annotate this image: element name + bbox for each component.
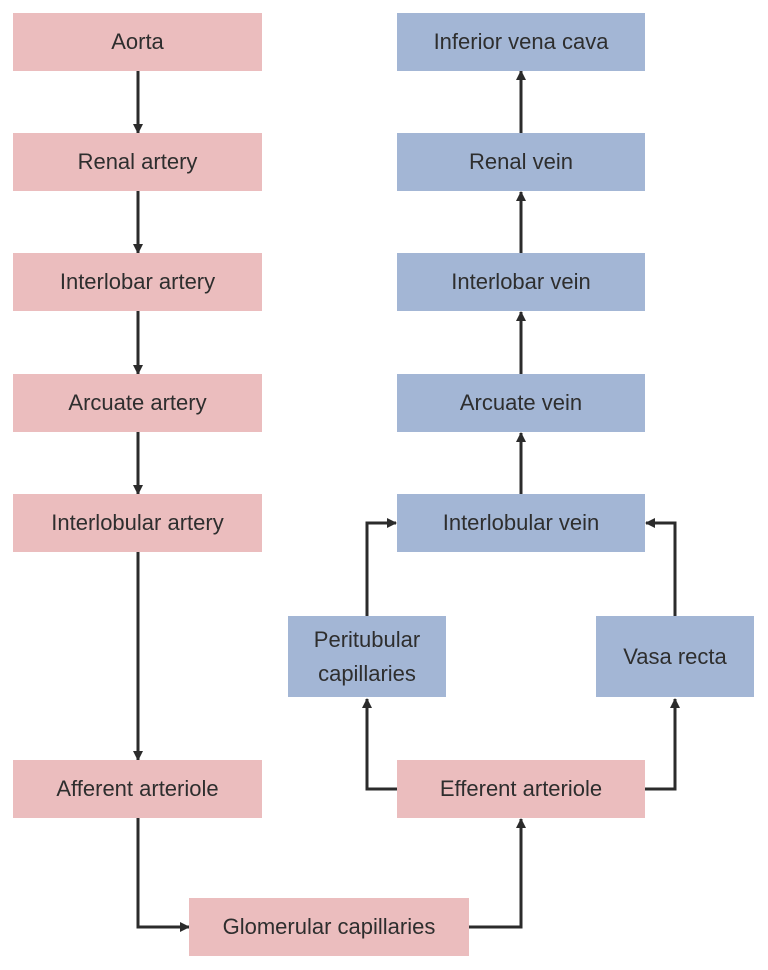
node-inferior-vena-cava: Inferior vena cava	[397, 13, 645, 71]
node-arcuate-vein: Arcuate vein	[397, 374, 645, 432]
node-interlobar-artery: Interlobar artery	[13, 253, 262, 311]
arrow-efferent-arteriole-to-vasa-recta	[645, 698, 680, 791]
arrow-peritubular-capillaries-to-interlobular-vein	[365, 518, 397, 616]
node-efferent-arteriole: Efferent arteriole	[397, 760, 645, 818]
arrow-glomerular-capillaries-to-efferent-arteriole	[469, 818, 526, 929]
node-renal-vein: Renal vein	[397, 133, 645, 191]
node-aorta: Aorta	[13, 13, 262, 71]
node-glomerular-capillaries: Glomerular capillaries	[189, 898, 469, 956]
node-interlobular-vein: Interlobular vein	[397, 494, 645, 552]
node-interlobar-vein: Interlobar vein	[397, 253, 645, 311]
arrow-efferent-arteriole-to-peritubular-capillaries	[362, 698, 397, 791]
node-peritubular-capillaries: Peritubular capillaries	[288, 616, 446, 697]
arrow-vasa-recta-to-interlobular-vein	[645, 518, 677, 616]
arrow-afferent-arteriole-to-glomerular-capillaries	[136, 818, 190, 932]
node-arcuate-artery: Arcuate artery	[13, 374, 262, 432]
node-vasa-recta: Vasa recta	[596, 616, 754, 697]
node-renal-artery: Renal artery	[13, 133, 262, 191]
node-afferent-arteriole: Afferent arteriole	[13, 760, 262, 818]
node-interlobular-artery: Interlobular artery	[13, 494, 262, 552]
